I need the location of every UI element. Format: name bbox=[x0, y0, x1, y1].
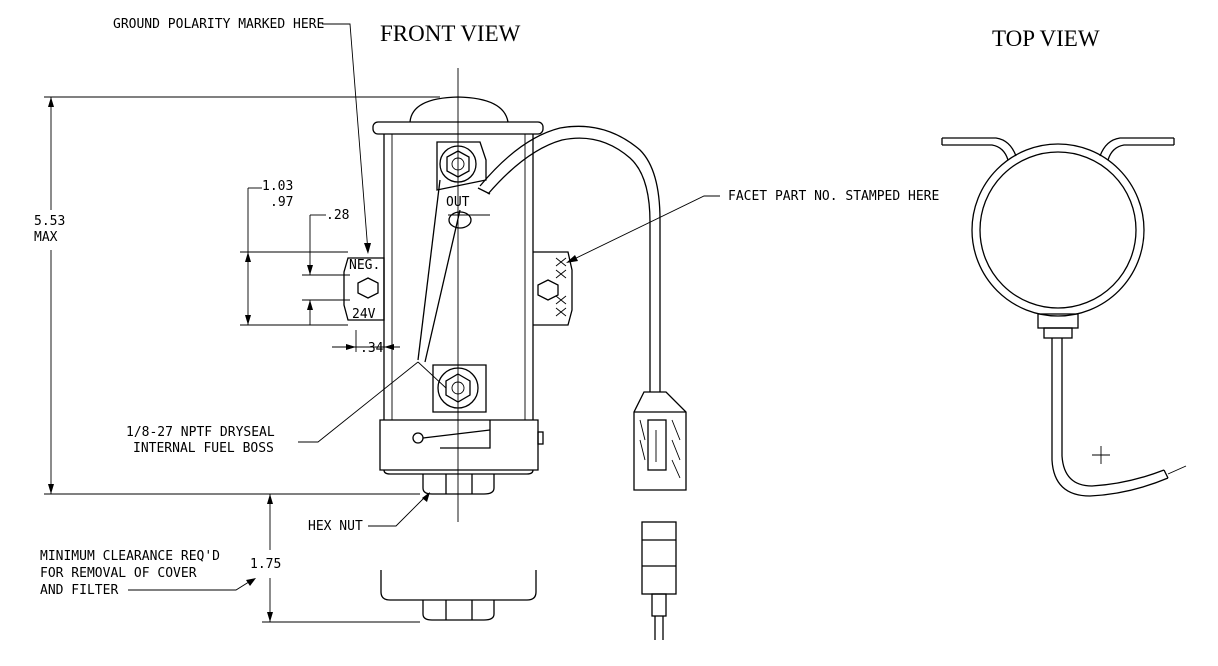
clearance-callout-line3: AND FILTER bbox=[40, 583, 118, 598]
inlet-block bbox=[432, 364, 487, 413]
cap-flange bbox=[372, 121, 544, 135]
pump-top-view bbox=[941, 137, 1187, 497]
clearance-callout-line1: MINIMUM CLEARANCE REQ'D bbox=[40, 549, 220, 564]
right-bracket-bolt bbox=[537, 279, 559, 301]
base-cup bbox=[379, 419, 539, 471]
facet-part-no-callout: FACET PART NO. STAMPED HERE bbox=[728, 189, 939, 204]
out-label: OUT bbox=[446, 195, 470, 210]
height-unit: MAX bbox=[34, 230, 58, 245]
left-bracket-bolt bbox=[357, 277, 379, 299]
dimensions: 5.53 MAX 1.03 .97 .28 .34 1.75 bbox=[34, 96, 440, 623]
height-dimension: 5.53 bbox=[34, 214, 65, 229]
fuel-boss-callout-line1: 1/8-27 NPTF DRYSEAL bbox=[126, 425, 275, 440]
outlet-block bbox=[436, 141, 487, 191]
clearance-dimension: 1.75 bbox=[250, 557, 281, 572]
ground-polarity-callout: GROUND POLARITY MARKED HERE bbox=[113, 17, 324, 32]
dome-cap bbox=[409, 96, 509, 123]
inlet-fitting bbox=[437, 367, 479, 409]
neg-label: NEG. bbox=[349, 258, 380, 273]
top-view-title: TOP VIEW bbox=[992, 26, 1100, 51]
left-bracket bbox=[343, 257, 385, 321]
outlet-hex bbox=[446, 150, 470, 178]
pump-outer-circle bbox=[971, 143, 1145, 317]
inlet-hex bbox=[445, 373, 471, 403]
width-dimension-upper: 1.03 bbox=[262, 179, 293, 194]
ground-strap bbox=[417, 179, 441, 361]
mating-terminal bbox=[641, 521, 677, 595]
wire-lead bbox=[477, 125, 687, 640]
right-bracket bbox=[533, 251, 573, 326]
removal-clearance-outline bbox=[380, 570, 537, 621]
callout-leaders bbox=[128, 23, 720, 591]
fuel-boss-callout-line2: INTERNAL FUEL BOSS bbox=[133, 441, 274, 456]
spacing-dimension: .34 bbox=[360, 341, 384, 356]
out-port bbox=[448, 211, 472, 229]
outlet-fitting bbox=[439, 145, 477, 183]
pump-front-view: OUT NEG. 24V bbox=[343, 68, 573, 522]
hex-nut-callout: HEX NUT bbox=[308, 519, 363, 534]
hex-nut bbox=[422, 474, 495, 495]
voltage-label: 24V bbox=[352, 307, 376, 322]
front-view-title: FRONT VIEW bbox=[380, 21, 521, 46]
pump-inner-circle bbox=[979, 151, 1137, 309]
connector-housing bbox=[633, 391, 687, 491]
clearance-callout-line2: FOR REMOVAL OF COVER bbox=[40, 566, 197, 581]
offset-dimension: .28 bbox=[326, 208, 349, 223]
part-no-stamp bbox=[555, 257, 567, 317]
width-dimension-lower: .97 bbox=[270, 195, 293, 210]
